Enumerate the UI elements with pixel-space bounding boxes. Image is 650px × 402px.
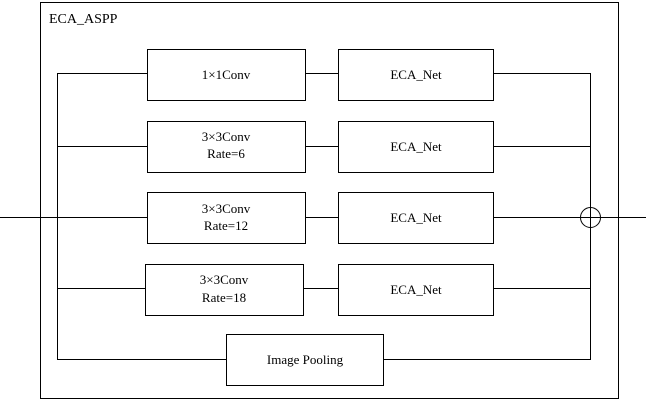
- eca-box-3: [338, 192, 494, 244]
- branch-2: 3×3Conv Rate=6 ECA_Net: [57, 121, 590, 173]
- conv-box-2-label-line2: Rate=6: [207, 146, 245, 161]
- conv-box-1: [147, 49, 306, 101]
- branch-4: 3×3Conv Rate=18 ECA_Net: [57, 264, 590, 316]
- conv-box-3-label-line2: Rate=12: [204, 218, 248, 233]
- conv-box-2-label-line1: 3×3Conv: [202, 129, 251, 144]
- conv-box-4-label-line1: 3×3Conv: [200, 272, 249, 287]
- eca-box-4-label: ECA_Net: [390, 282, 442, 297]
- conv-box-3: [147, 192, 306, 244]
- eca-box-2: [338, 121, 494, 173]
- conv-box-2: [147, 121, 306, 173]
- eca-box-1-label: ECA_Net: [390, 67, 442, 82]
- branch-3: 3×3Conv Rate=12 ECA_Net: [57, 192, 580, 244]
- module-title: ECA_ASPP: [49, 12, 118, 27]
- conv-box-4-label-line2: Rate=18: [202, 290, 246, 305]
- eca-box-2-label: ECA_Net: [390, 139, 442, 154]
- image-pooling-box: [226, 334, 384, 386]
- eca-box-1: [338, 49, 494, 101]
- module-frame: [40, 2, 619, 399]
- concat-circle-icon: [580, 207, 601, 228]
- conv-box-1-label: 1×1Conv: [202, 67, 251, 82]
- eca-box-4: [338, 264, 494, 316]
- branch-1: 1×1Conv ECA_Net: [57, 49, 590, 101]
- conv-box-4: [145, 264, 304, 316]
- image-pooling-label: Image Pooling: [267, 352, 344, 367]
- pooling-branch: Image Pooling: [57, 334, 591, 386]
- conv-box-3-label-line1: 3×3Conv: [202, 201, 251, 216]
- eca-box-3-label: ECA_Net: [390, 210, 442, 225]
